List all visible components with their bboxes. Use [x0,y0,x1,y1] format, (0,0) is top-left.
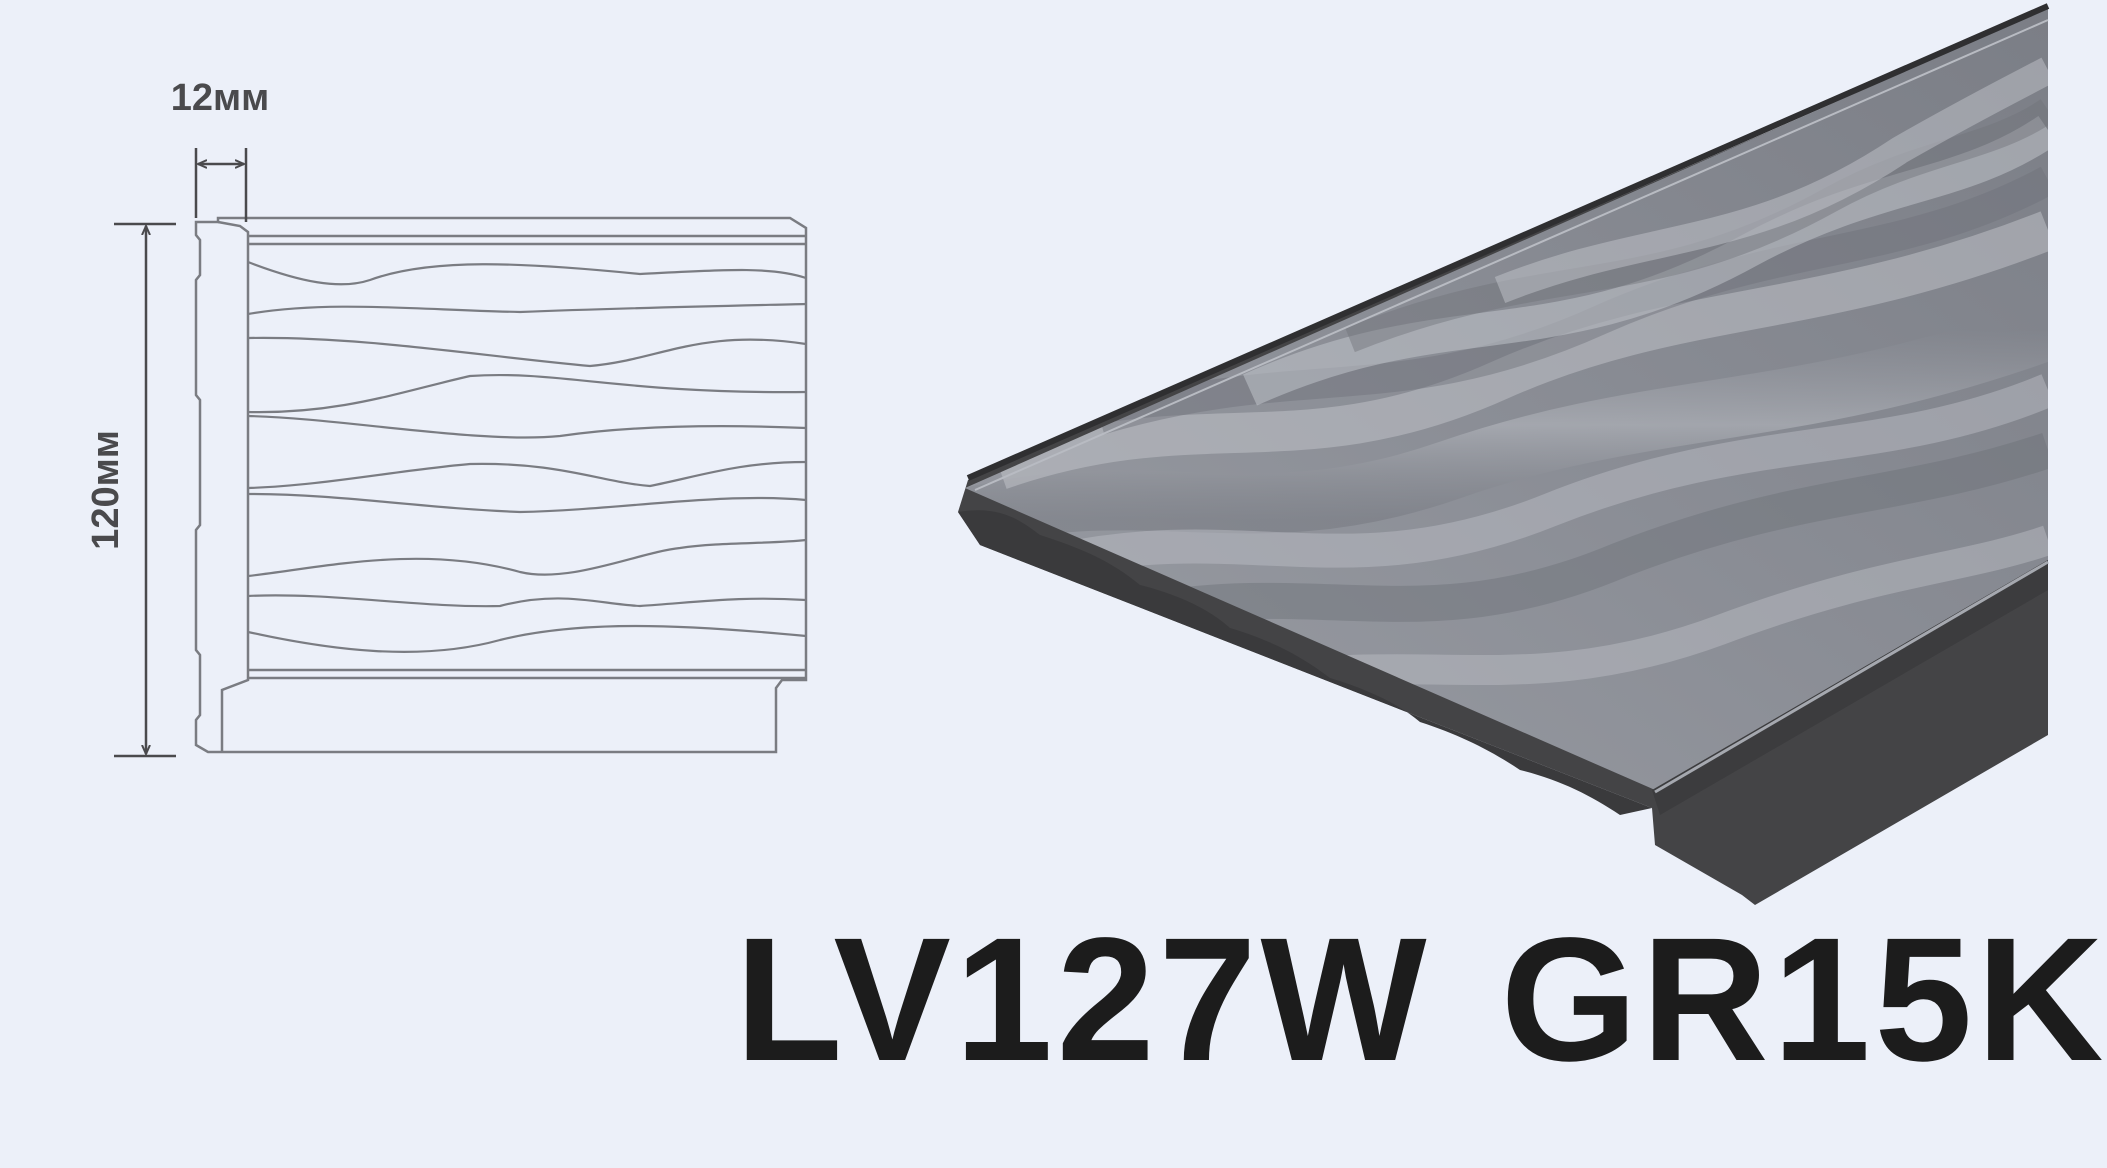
technical-drawing [194,216,808,754]
panel-render [958,3,2050,905]
color-code: GR15K [1500,902,2107,1098]
height-label: 120мм [85,430,127,550]
panel-top-rail [966,3,2050,481]
panel-edge-scallops [958,510,1652,815]
surface-waves [965,57,2048,695]
profile-inner-edge [217,220,250,752]
height-dimension [114,222,176,758]
panel-tongue [1652,560,2048,815]
thickness-label: 12мм [171,77,270,119]
panel-top-highlight [974,19,2049,491]
product-scene: 12мм 120мм [85,3,2050,905]
model-code: LV127W [735,902,1431,1098]
profile-outline [194,216,808,754]
thickness-dimension [194,148,248,222]
wave-pattern [247,260,807,653]
